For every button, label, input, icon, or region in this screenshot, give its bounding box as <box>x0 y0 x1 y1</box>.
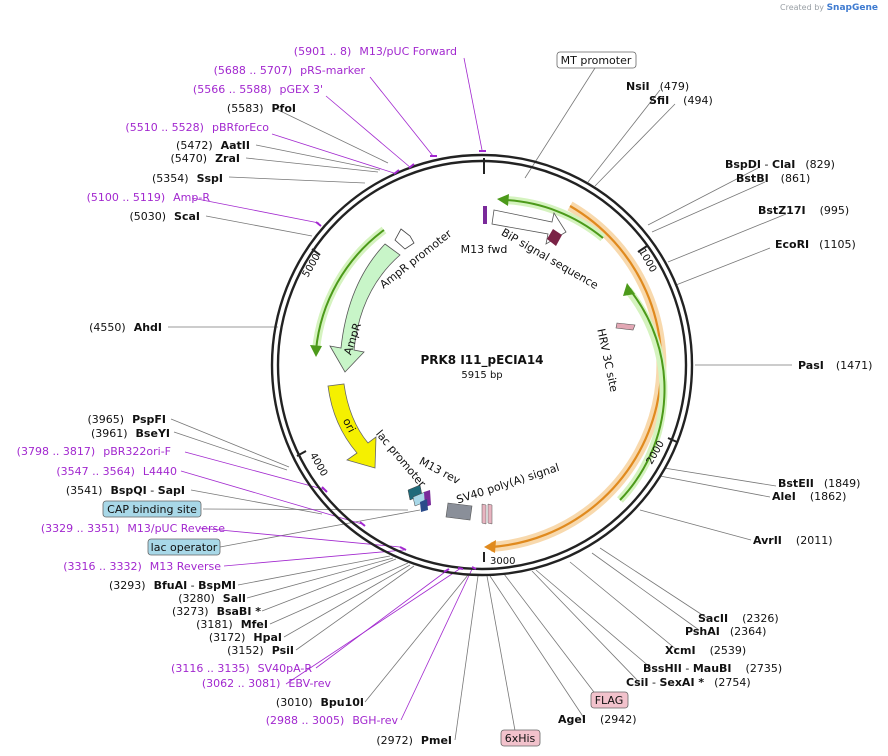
site-label: (3293)BfuAI - BspMI <box>109 579 236 592</box>
green-arc-top <box>504 199 604 239</box>
site-label: (5472)AatII <box>176 139 250 152</box>
site-label: BstZ17I(995) <box>758 204 849 217</box>
orange-cds-arrowhead <box>484 540 496 553</box>
ori-arrow <box>327 383 377 469</box>
site-label: (3965)PspFI <box>88 413 166 426</box>
primer-label: (5688 .. 5707)pRS-marker <box>214 64 366 77</box>
flag-label: FLAG <box>595 694 624 707</box>
primer-label: (2988 .. 3005)BGH-rev <box>266 714 399 727</box>
site-label: NsiI(479) <box>626 80 689 93</box>
sv40-polya-marker <box>445 502 473 521</box>
site-label: (3010)Bpu10I <box>276 696 364 709</box>
ampr-arrow <box>329 243 401 373</box>
primer-label: (5510 .. 5528)pBRforEco <box>125 121 269 134</box>
primer-label: (3547 .. 3564)L4440 <box>56 465 177 478</box>
primer-leader-lines <box>180 57 483 721</box>
primer-labels: (5901 .. 8)M13/pUC Forward (5688 .. 5707… <box>17 45 457 727</box>
position-ticks <box>296 245 678 562</box>
bip-signal-marker <box>547 229 562 246</box>
site-label: SfiI(494) <box>649 94 713 107</box>
primer-label: (5100 .. 5119)Amp-R <box>87 191 211 204</box>
ampr-promoter-arrow <box>394 228 415 250</box>
site-label: (4550)AhdI <box>89 321 162 334</box>
site-label: CsiI - SexAI *(2754) <box>626 676 751 689</box>
mt-promoter-label: MT promoter <box>561 54 632 67</box>
primer-label: (3116 .. 3135)SV40pA-R <box>171 662 312 675</box>
flag-box: FLAG <box>590 691 629 709</box>
site-label: (2972)PmeI <box>376 734 452 747</box>
plasmid-size: 5915 bp <box>461 370 502 381</box>
primer-markers <box>315 150 486 573</box>
site-label: BspDI - ClaI(829) <box>725 158 835 171</box>
site-label: AleI(1862) <box>772 490 846 503</box>
flag-marker <box>481 503 487 525</box>
site-label: (3961)BseYI <box>91 427 170 440</box>
lac-operator-label: lac operator <box>151 541 218 554</box>
branding-prefix: Created by <box>780 3 825 12</box>
site-label: (5030)ScaI <box>129 210 200 223</box>
site-label: (3541)BspQI - SapI <box>66 484 185 497</box>
site-label: BssHII - MauBI(2735) <box>643 662 782 675</box>
green-arc-right-arrowhead <box>623 283 635 296</box>
site-label: (5583)PfoI <box>227 102 296 115</box>
snapgene-branding: Created by SnapGene <box>780 3 878 13</box>
tick-label-3000: 3000 <box>490 556 515 567</box>
site-label: BstEII(1849) <box>778 477 860 490</box>
hrv-label: HRV 3C site <box>594 327 620 393</box>
backbone-outer <box>270 153 694 577</box>
ori-label: ori <box>340 416 358 435</box>
site-label: SacII(2326) <box>698 612 779 625</box>
green-arc-left <box>315 229 385 351</box>
lac-region-markers <box>407 484 431 512</box>
site-leader-lines <box>168 67 792 741</box>
orange-cds-halo <box>490 201 667 552</box>
primer-label: (3798 .. 3817)pBR322ori-F <box>17 445 171 458</box>
site-label: XcmI(2539) <box>665 644 746 657</box>
cap-binding-label: CAP binding site <box>107 503 197 516</box>
backbone-inner <box>276 159 688 571</box>
his-marker <box>487 503 493 525</box>
site-label: (3273)BsaBI * <box>172 605 261 618</box>
his-box: 6xHis <box>500 729 541 747</box>
sv40-label: SV40 poly(A) signal <box>455 461 561 507</box>
hrv-3c-marker <box>615 322 636 331</box>
cap-binding-box: CAP binding site <box>102 500 202 518</box>
mt-promoter-box: MT promoter <box>556 51 637 69</box>
left-site-labels: (5583)PfoI (5472)AatII (5470)ZraI (5354)… <box>66 102 452 747</box>
green-arc-top-arrowhead <box>497 194 509 206</box>
site-label: (5470)ZraI <box>171 152 241 165</box>
lac-operator-box: lac operator <box>147 538 221 556</box>
primer-label: (3329 .. 3351)M13/pUC Reverse <box>41 522 225 535</box>
orange-cds-arc <box>490 205 663 549</box>
site-label: (5354)SspI <box>152 172 223 185</box>
plasmid-name: PRK8 I11_pECIA14 <box>420 353 543 368</box>
snapgene-logo: SnapGene <box>826 3 878 13</box>
m13-fwd-label: M13 fwd <box>461 243 508 256</box>
site-label: (3152)PsiI <box>227 644 294 657</box>
site-label: PasI(1471) <box>798 359 872 372</box>
primer-label: (5566 .. 5588)pGEX 3' <box>193 83 323 96</box>
primer-label: (3316 .. 3332)M13 Reverse <box>63 560 221 573</box>
site-label: AgeI(2942) <box>558 713 637 726</box>
site-label: EcoRI(1105) <box>775 238 856 251</box>
site-label: BstBI(861) <box>736 172 810 185</box>
primer-label: (5901 .. 8)M13/pUC Forward <box>294 45 457 58</box>
m13-fwd-marker <box>483 206 487 224</box>
his-label: 6xHis <box>505 732 536 745</box>
site-label: AvrII(2011) <box>753 534 832 547</box>
site-label: PshAI(2364) <box>685 625 766 638</box>
site-label: (3280)SalI <box>178 592 246 605</box>
green-arc-right <box>619 289 666 501</box>
green-arc-left-arrowhead <box>310 345 322 357</box>
site-label: (3172)HpaI <box>209 631 282 644</box>
site-label: (3181)MfeI <box>196 618 268 631</box>
right-site-labels: NsiI(479) SfiI(494) BspDI - ClaI(829) Bs… <box>558 80 872 726</box>
primer-label: (3062 .. 3081)EBV-rev <box>202 677 332 690</box>
